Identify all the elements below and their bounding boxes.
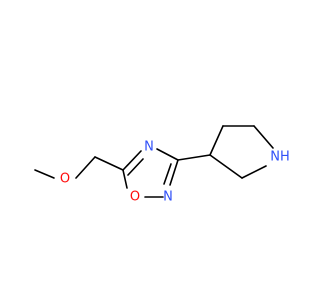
bond-o-ch2: [75, 156, 96, 179]
bond-pyr-c5-n: [253, 125, 274, 149]
bond-ch2-c5: [94, 156, 124, 171]
pyrrolidine-nh-label: NH: [270, 150, 290, 165]
bond-pyr-n-c2: [241, 165, 267, 179]
bond-o1-c5: [122, 169, 128, 189]
bond-pyr-c2-c3: [209, 154, 243, 179]
bond-pyr-c3-c4: [209, 125, 224, 156]
bond-n4-c3: [156, 148, 179, 161]
molecule-diagram: O N O N NH: [34, 125, 290, 205]
bond-c3-n2-double: [163, 163, 172, 185]
ring-nitrogen-2-label: N: [163, 190, 173, 205]
bond-c3-pyrrolidine: [177, 154, 211, 161]
molecule-structure-canvas: O N O N NH: [34, 125, 290, 205]
bond-c5-n4: [122, 150, 142, 171]
methoxy-oxygen-label: O: [60, 172, 70, 187]
bond-c3-n2: [169, 159, 179, 186]
bond-c5-n4-double: [127, 158, 144, 176]
ring-nitrogen-4-label: N: [144, 140, 154, 155]
ring-oxygen-1-label: O: [130, 190, 140, 205]
bond-methyl-o: [34, 169, 55, 179]
